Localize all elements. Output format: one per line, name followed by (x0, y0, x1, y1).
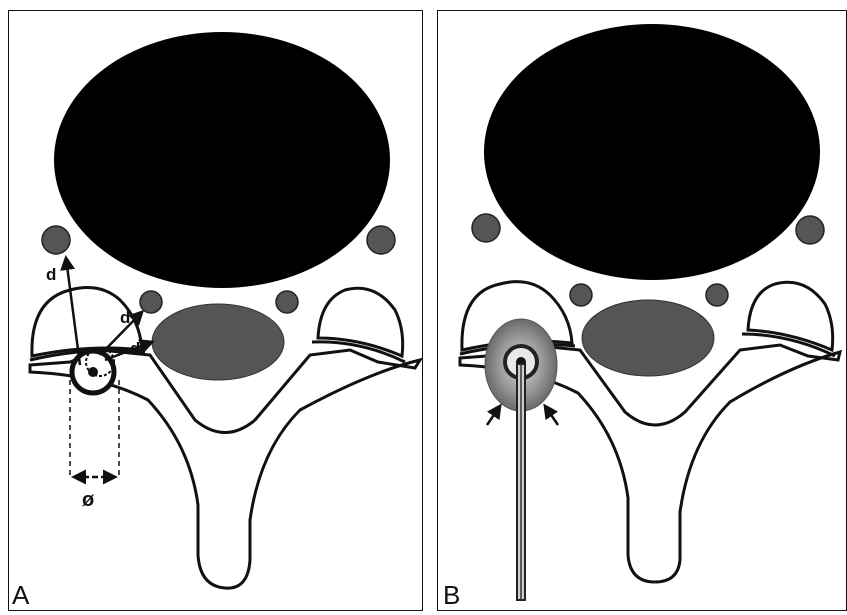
halo-arrow-right (545, 406, 558, 425)
nerve-root-lower-right-b (706, 284, 728, 306)
nerve-root-upper-left-a (42, 226, 70, 254)
panel-label-a: A (12, 582, 29, 615)
halo-arrow-left (487, 406, 500, 425)
nerve-root-lower-right-a (276, 291, 298, 313)
nerve-root-lower-left-b (570, 284, 592, 306)
nerve-root-upper-left-b (472, 214, 500, 242)
distance-label-right: d (130, 339, 140, 358)
panel-label-b: B (443, 582, 460, 615)
vertebral-body-b (484, 24, 820, 280)
dural-sac-b (582, 300, 714, 376)
dural-sac-a (152, 304, 284, 380)
distance-label-up: d (46, 265, 56, 284)
distance-label-diag: d (120, 308, 130, 327)
nerve-root-lower-left-a (140, 291, 162, 313)
diameter-label: ø (82, 489, 95, 511)
panel-a-drawing: d d d ø (30, 32, 420, 588)
nerve-root-upper-right-a (367, 226, 395, 254)
vertebral-body-a (54, 32, 390, 288)
nerve-root-upper-right-b (796, 216, 824, 244)
panel-b-drawing (460, 24, 840, 600)
